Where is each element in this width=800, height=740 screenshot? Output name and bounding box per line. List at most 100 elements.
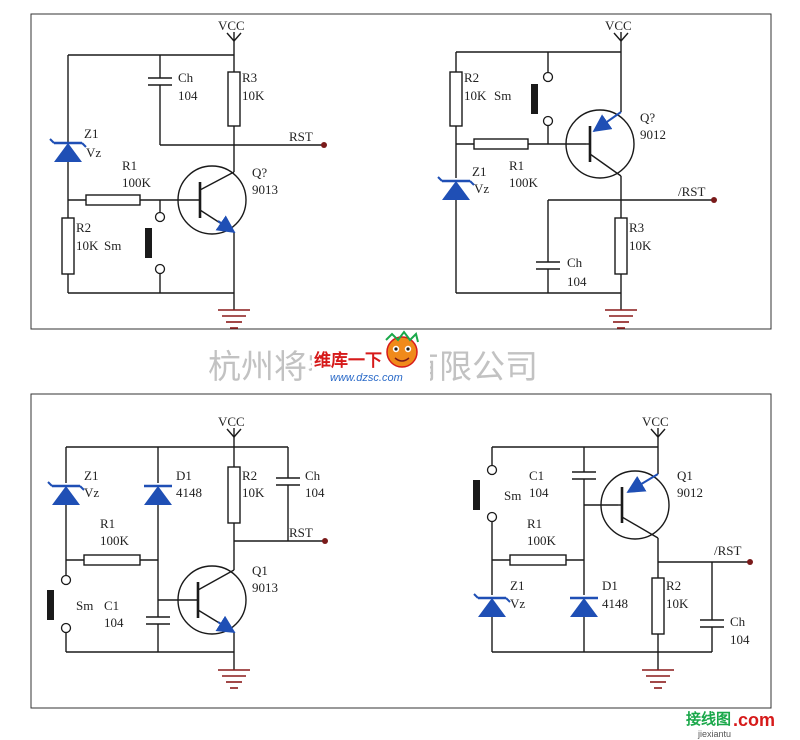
- c1-name-br: C1: [529, 468, 544, 483]
- zener-diode-z1-tr: [437, 176, 475, 200]
- r1-value-br: 100K: [527, 533, 557, 548]
- circuit-bottom-right: [491, 428, 748, 670]
- r1-name-tr: R1: [509, 158, 524, 173]
- r2-name-tr: R2: [464, 70, 479, 85]
- ground-symbol-tl: [218, 309, 250, 329]
- q-name-tr: Q?: [640, 110, 655, 125]
- rst-terminal-bl: [322, 538, 328, 544]
- vcc-label-br: VCC: [642, 414, 669, 429]
- d1-value-br: 4148: [602, 596, 628, 611]
- jiexiantu-logo: 接线图 .com jiexiantu: [686, 710, 775, 739]
- q-value-br: 9012: [677, 485, 703, 500]
- emitter-arrow-tr: [592, 111, 622, 133]
- z1-name-br: Z1: [510, 578, 524, 593]
- r1-value-bl: 100K: [100, 533, 130, 548]
- diode-d1-bl: [144, 484, 172, 505]
- r1-value-tr: 100K: [509, 175, 539, 190]
- r3-name-tl: R3: [242, 70, 257, 85]
- zener-diode-z1-tl: [49, 138, 87, 162]
- ch-name-tl: Ch: [178, 70, 194, 85]
- panel-frame-bottom: [30, 393, 772, 709]
- vcc-label-bl: VCC: [218, 414, 245, 429]
- c1-name-bl: C1: [104, 598, 119, 613]
- ch-name-bl: Ch: [305, 468, 321, 483]
- rst-label-br: /RST: [714, 543, 742, 558]
- jiexiantu-cn: 接线图: [686, 710, 731, 728]
- sm-label-tr: Sm: [494, 88, 511, 103]
- z1-value-tl: Vz: [86, 145, 101, 160]
- mascot-icon: [386, 336, 418, 368]
- push-switch-sm-br: [473, 464, 498, 523]
- z1-value-bl: Vz: [84, 485, 99, 500]
- ch-value-tl: 104: [178, 88, 198, 103]
- q-name-tl: Q?: [252, 165, 267, 180]
- dzsc-logo-url: www.dzsc.com: [330, 372, 403, 384]
- circuit-top-right: [449, 32, 712, 310]
- push-switch-sm-bl: [47, 574, 72, 634]
- circuit-bottom-left: [65, 428, 324, 670]
- emitter-arrow-tl: [215, 215, 236, 234]
- r3-value-tr: 10K: [629, 238, 652, 253]
- ch-value-br: 104: [730, 632, 750, 647]
- q-value-tr: 9012: [640, 127, 666, 142]
- push-switch-sm-tl: [145, 211, 166, 275]
- rst-terminal-br: [747, 559, 753, 565]
- dzsc-logo-title: 维库一下: [314, 350, 382, 371]
- diode-d1-br: [570, 596, 598, 617]
- z1-name-tr: Z1: [472, 164, 486, 179]
- sm-label-bl: Sm: [76, 598, 93, 613]
- r2-value-br: 10K: [666, 596, 689, 611]
- q-value-tl: 9013: [252, 182, 278, 197]
- sm-label-br: Sm: [504, 488, 521, 503]
- ground-symbol-bl: [218, 669, 250, 689]
- vcc-label-tl: VCC: [218, 18, 245, 33]
- rst-terminal-tl: [321, 142, 327, 148]
- panel-frame-top: [30, 13, 772, 330]
- ground-symbol-tr: [605, 309, 637, 329]
- r2-name-br: R2: [666, 578, 681, 593]
- rst-label-tl: RST: [289, 129, 313, 144]
- zener-diode-z1-br: [473, 593, 511, 617]
- jiexiantu-dotcom: .com: [733, 710, 775, 730]
- emitter-arrow-br: [626, 473, 659, 493]
- jiexiantu-pinyin: jiexiantu: [697, 729, 731, 739]
- r2-value-bl: 10K: [242, 485, 265, 500]
- r3-name-tr: R3: [629, 220, 644, 235]
- r1-value-tl: 100K: [122, 175, 152, 190]
- rst-label-bl: RST: [289, 525, 313, 540]
- r2-value-tl: 10K: [76, 238, 99, 253]
- r2-name-bl: R2: [242, 468, 257, 483]
- dzsc-logo: 维库一下 www.dzsc.com: [312, 330, 430, 386]
- d1-name-br: D1: [602, 578, 618, 593]
- ch-name-br: Ch: [730, 614, 746, 629]
- zener-diode-z1-bl: [47, 481, 85, 505]
- d1-value-bl: 4148: [176, 485, 202, 500]
- ch-name-tr: Ch: [567, 255, 583, 270]
- z1-value-br: Vz: [510, 596, 525, 611]
- push-switch-sm-tr: [531, 71, 554, 127]
- z1-name-bl: Z1: [84, 468, 98, 483]
- ch-value-bl: 104: [305, 485, 325, 500]
- q-value-bl: 9013: [252, 580, 278, 595]
- z1-name-tl: Z1: [84, 126, 98, 141]
- r2-name-tl: R2: [76, 220, 91, 235]
- r1-name-bl: R1: [100, 516, 115, 531]
- r1-name-br: R1: [527, 516, 542, 531]
- rst-terminal-tr: [711, 197, 717, 203]
- r2-value-tr: 10K: [464, 88, 487, 103]
- r1-name-tl: R1: [122, 158, 137, 173]
- sm-label-tl: Sm: [104, 238, 121, 253]
- c1-value-bl: 104: [104, 615, 124, 630]
- r3-value-tl: 10K: [242, 88, 265, 103]
- vcc-label-tr: VCC: [605, 18, 632, 33]
- d1-name-bl: D1: [176, 468, 192, 483]
- q-name-bl: Q1: [252, 563, 268, 578]
- rst-label-tr: /RST: [678, 184, 706, 199]
- ground-symbol-br: [642, 669, 674, 689]
- emitter-arrow-bl: [215, 615, 236, 633]
- q-name-br: Q1: [677, 468, 693, 483]
- z1-value-tr: Vz: [474, 181, 489, 196]
- ch-value-tr: 104: [567, 274, 587, 289]
- circuit-top-left: [61, 32, 322, 310]
